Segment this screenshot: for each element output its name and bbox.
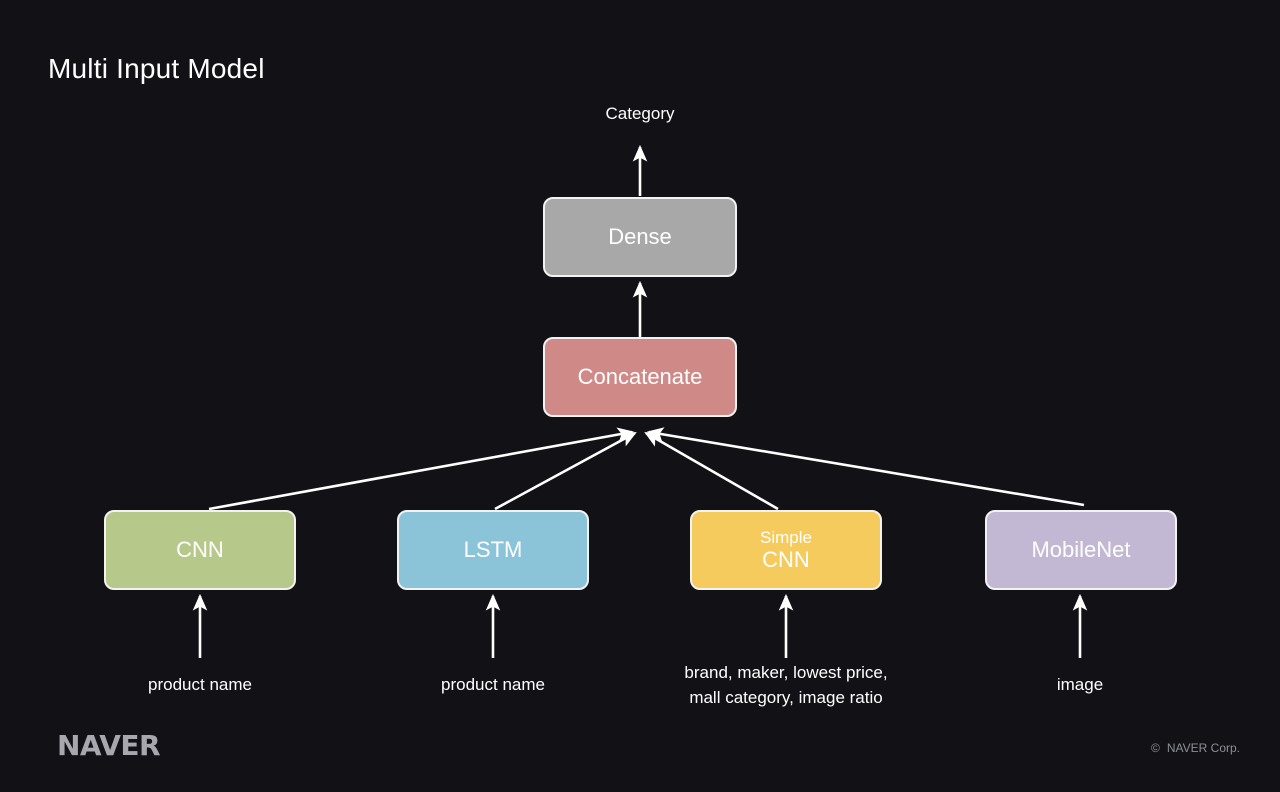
node-simple-cnn-label: CNN — [762, 547, 810, 573]
edge-simple-cnn-to-concatenate — [644, 431, 779, 511]
copyright-icon: © — [1151, 741, 1160, 755]
copyright-notice: © NAVER Corp. — [1151, 741, 1240, 755]
node-simple-cnn-sublabel: Simple — [760, 527, 812, 547]
naver-logo: NAVER — [57, 729, 161, 762]
input-label-simple-cnn: brand, maker, lowest price, mall categor… — [684, 663, 888, 707]
node-concatenate-label: Concatenate — [577, 364, 703, 390]
edge-cnn-to-concatenate — [208, 427, 635, 511]
node-lstm-label: LSTM — [463, 537, 523, 563]
node-dense[interactable]: Dense — [543, 197, 737, 277]
input-label-lstm: product name — [441, 675, 545, 694]
node-simple-cnn[interactable]: Simple CNN — [690, 510, 882, 590]
node-cnn-label: CNN — [176, 537, 224, 563]
node-cnn[interactable]: CNN — [104, 510, 296, 590]
edge-mobilenet-to-concatenate — [646, 427, 1085, 507]
node-concatenate[interactable]: Concatenate — [543, 337, 737, 417]
node-lstm[interactable]: LSTM — [397, 510, 589, 590]
output-label-category: Category — [605, 104, 675, 123]
copyright-text: NAVER Corp. — [1166, 741, 1240, 755]
node-dense-label: Dense — [608, 224, 672, 250]
input-label-cnn: product name — [148, 675, 252, 694]
node-mobilenet-label: MobileNet — [1031, 537, 1131, 563]
input-label-mobilenet: image — [1056, 675, 1104, 694]
node-mobilenet[interactable]: MobileNet — [985, 510, 1177, 590]
edge-lstm-to-concatenate — [494, 431, 637, 511]
page-title: Multi Input Model — [48, 53, 265, 84]
